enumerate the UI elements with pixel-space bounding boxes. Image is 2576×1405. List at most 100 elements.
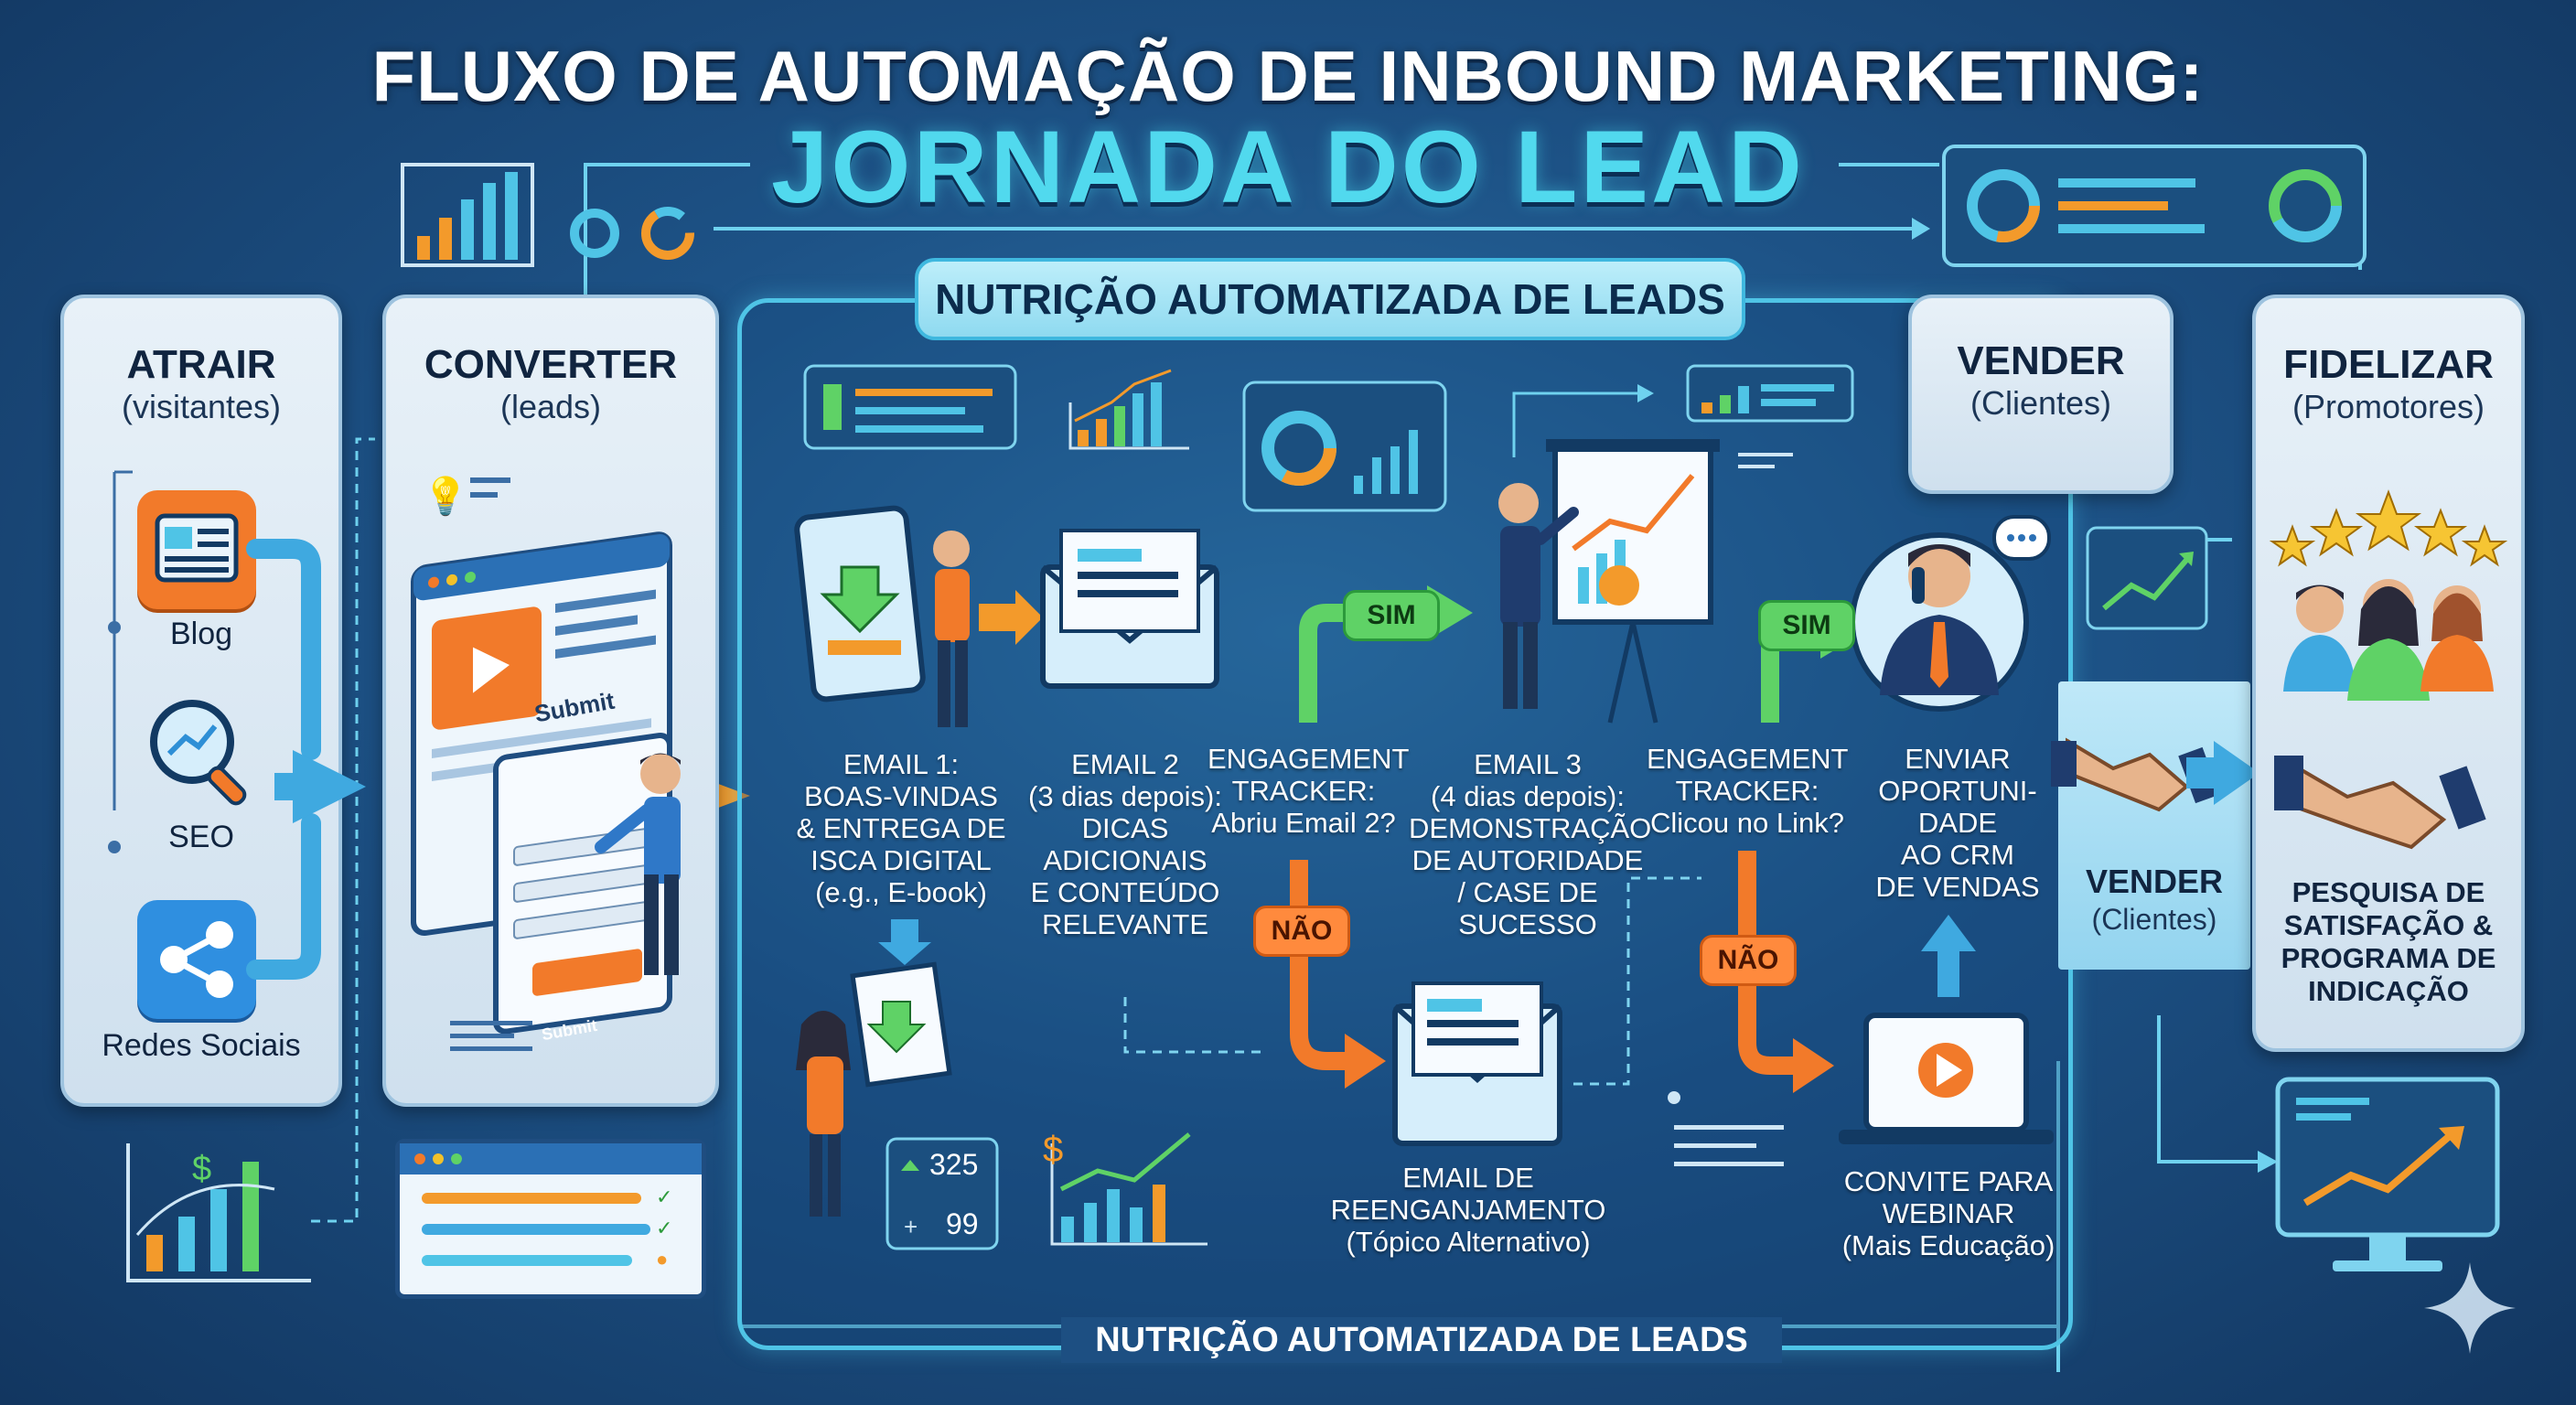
- step-email1: EMAIL 1: BOAS-VINDAS & ENTREGA DE ISCA D…: [782, 748, 1020, 908]
- promoters-illustration: [2269, 489, 2508, 850]
- step-email3-line6: SUCESSO: [1458, 908, 1597, 940]
- nurture-header: NUTRIÇÃO AUTOMATIZADA DE LEADS: [915, 258, 1745, 340]
- step-webinar: CONVITE PARA WEBINAR (Mais Educação): [1811, 1165, 2086, 1261]
- badge-sim-2: SIM: [1758, 600, 1855, 651]
- stage-converter-subtitle: (leads): [499, 388, 602, 425]
- fidelizar-description: PESQUISA DE SATISFAÇÃO & PROGRAMA DE IND…: [2256, 876, 2521, 1008]
- step-email1-line1: EMAIL 1:: [843, 748, 960, 780]
- step-email3-line3: DEMONSTRAÇÃO: [1409, 812, 1652, 844]
- fidelizar-description-line1: PESQUISA DE: [2292, 876, 2485, 908]
- top-donut-icons: [570, 207, 694, 260]
- step-tracker2-line2: TRACKER:: [1675, 775, 1819, 807]
- email2-envelope-icon: [1040, 529, 1219, 689]
- step-email3-line2: (4 dias depois):: [1431, 780, 1625, 812]
- stage-converter-title: CONVERTER: [424, 342, 678, 387]
- step-reengage-line1: EMAIL DE: [1402, 1162, 1534, 1194]
- step-tracker1-line1: ENGAGEMENT: [1208, 743, 1410, 775]
- badge-nao-2: NÃO: [1700, 935, 1797, 986]
- diagram-title: FLUXO DE AUTOMAÇÃO DE INBOUND MARKETING:: [371, 36, 2205, 116]
- step-webinar-line1: CONVITE PARA: [1843, 1165, 2054, 1197]
- salesman-phone-illustration: [1850, 515, 2051, 712]
- step-email2-line3: DICAS: [1081, 812, 1169, 844]
- vender-mid-band: VENDER (Clientes): [2058, 681, 2250, 970]
- step-email3-line1: EMAIL 3: [1474, 748, 1582, 780]
- growth-monitor-icon: [2275, 1077, 2500, 1271]
- step-email3-line4: DE AUTORIDADE: [1411, 844, 1644, 876]
- download-document-illustration: [796, 919, 952, 1217]
- step-tracker1-line3: Abriu Email 2?: [1211, 807, 1396, 839]
- stage-vender: VENDER (Clientes): [1908, 295, 2174, 494]
- step-email1-line5: (e.g., E-book): [815, 876, 987, 908]
- step-email2-line2: (3 dias depois):: [1028, 780, 1222, 812]
- svg-text:$: $: [192, 1150, 211, 1188]
- fidelizar-description-line3: PROGRAMA DE: [2281, 942, 2496, 974]
- step-email3: EMAIL 3 (4 dias depois): DEMONSTRAÇÃO DE…: [1409, 748, 1652, 940]
- blog-icon: [137, 490, 256, 609]
- presenter-easel-illustration: [1498, 439, 1720, 724]
- stage-vender-title: VENDER: [1957, 338, 2125, 383]
- blog-label: Blog: [169, 617, 233, 651]
- step-email2-line1: EMAIL 2: [1071, 748, 1179, 780]
- vender-mid-subtitle: (Clientes): [2091, 903, 2217, 936]
- diagram-subtitle: JORNADA DO LEAD: [771, 110, 1805, 224]
- top-right-dashboard-icon: [1942, 145, 2367, 267]
- webinar-laptop-icon: [1839, 1013, 2054, 1144]
- step-email2-line4: ADICIONAIS: [1043, 844, 1208, 876]
- step-email2-line5: E CONTEÚDO: [1030, 876, 1220, 908]
- step-email2-line6: RELEVANTE: [1041, 908, 1209, 940]
- social-share-icon: [137, 900, 256, 1019]
- sparkle-icon: [2424, 1262, 2516, 1354]
- step-email1-line4: ISCA DIGITAL: [810, 844, 992, 876]
- svg-text:$: $: [1043, 1130, 1063, 1170]
- stage-atrair: ATRAIR (visitantes) Blog SEO Redes Socia…: [60, 295, 342, 1107]
- step-crm-line1: ENVIAR: [1905, 743, 2011, 775]
- fidelizar-description-line4: INDICAÇÃO: [2308, 975, 2469, 1007]
- seo-label: SEO: [168, 820, 234, 854]
- converter-list-lines: [450, 1021, 532, 1051]
- stage-atrair-title: ATRAIR: [126, 342, 276, 387]
- stage-fidelizar-title: FIDELIZAR: [2283, 342, 2494, 387]
- stage-atrair-subtitle: (visitantes): [121, 388, 282, 425]
- step-reengage-line2: REENGANJAMENTO: [1330, 1194, 1606, 1226]
- step-tracker1-line2: TRACKER:: [1231, 775, 1376, 807]
- step-reengage-line3: (Tópico Alternativo): [1346, 1226, 1591, 1258]
- bottom-left-chart-icon: $: [126, 1143, 311, 1282]
- step-tracker2-line1: ENGAGEMENT: [1647, 743, 1849, 775]
- step-crm-line3: DADE: [1917, 807, 1998, 839]
- handshake-icons: [2051, 737, 2259, 812]
- stat-up-value: 325: [929, 1148, 979, 1181]
- step-email2: EMAIL 2 (3 dias depois): DICAS ADICIONAI…: [1025, 748, 1226, 940]
- badge-nao-1: NÃO: [1253, 906, 1350, 957]
- step-tracker2: ENGAGEMENT TRACKER: Clicou no Link?: [1647, 743, 1848, 839]
- growth-chart-icon: [2086, 526, 2208, 630]
- svg-text:💡: 💡: [423, 475, 468, 518]
- seo-magnifier-icon: [142, 692, 261, 810]
- stage-fidelizar-subtitle: (Promotores): [2292, 388, 2485, 425]
- step-tracker2-line3: Clicou no Link?: [1650, 807, 1844, 839]
- vender-mid-title: VENDER: [2085, 863, 2224, 900]
- step-crm-line2: OPORTUNI-: [1878, 775, 2037, 807]
- stage-vender-subtitle: (Clientes): [1970, 384, 2112, 422]
- step-webinar-line2: WEBINAR: [1882, 1197, 2015, 1229]
- svg-text:✓: ✓: [656, 1185, 672, 1208]
- top-bar-chart-icon: [401, 163, 534, 267]
- badge-sim-1: SIM: [1343, 590, 1440, 641]
- step-email1-line3: & ENTREGA DE: [796, 812, 1006, 844]
- tablet-download-illustration: [794, 505, 970, 727]
- redes-sociais-label: Redes Sociais: [102, 1028, 301, 1063]
- step-crm-line5: DE VENDAS: [1875, 871, 2040, 903]
- step-webinar-line3: (Mais Educação): [1841, 1229, 2055, 1261]
- step-tracker1: ENGAGEMENT TRACKER: Abriu Email 2?: [1208, 743, 1410, 839]
- reengagement-envelope-icon: [1392, 981, 1562, 1146]
- step-crm: ENVIAR OPORTUNI- DADE AO CRM DE VENDAS: [1866, 743, 2049, 903]
- stat-plus-value: 99: [946, 1207, 979, 1240]
- step-reengage: EMAIL DE REENGANJAMENTO (Tópico Alternat…: [1317, 1162, 1619, 1258]
- conversion-dashboard-icon: ✓ ✓ ●: [395, 1139, 706, 1299]
- fidelizar-description-line2: SATISFAÇÃO &: [2283, 909, 2494, 941]
- atrair-connector: [108, 470, 133, 853]
- svg-text:✓: ✓: [656, 1217, 672, 1239]
- step-email1-line2: BOAS-VINDAS: [804, 780, 998, 812]
- svg-text:●: ●: [656, 1248, 668, 1271]
- nurture-footer: NUTRIÇÃO AUTOMATIZADA DE LEADS: [1061, 1317, 1782, 1363]
